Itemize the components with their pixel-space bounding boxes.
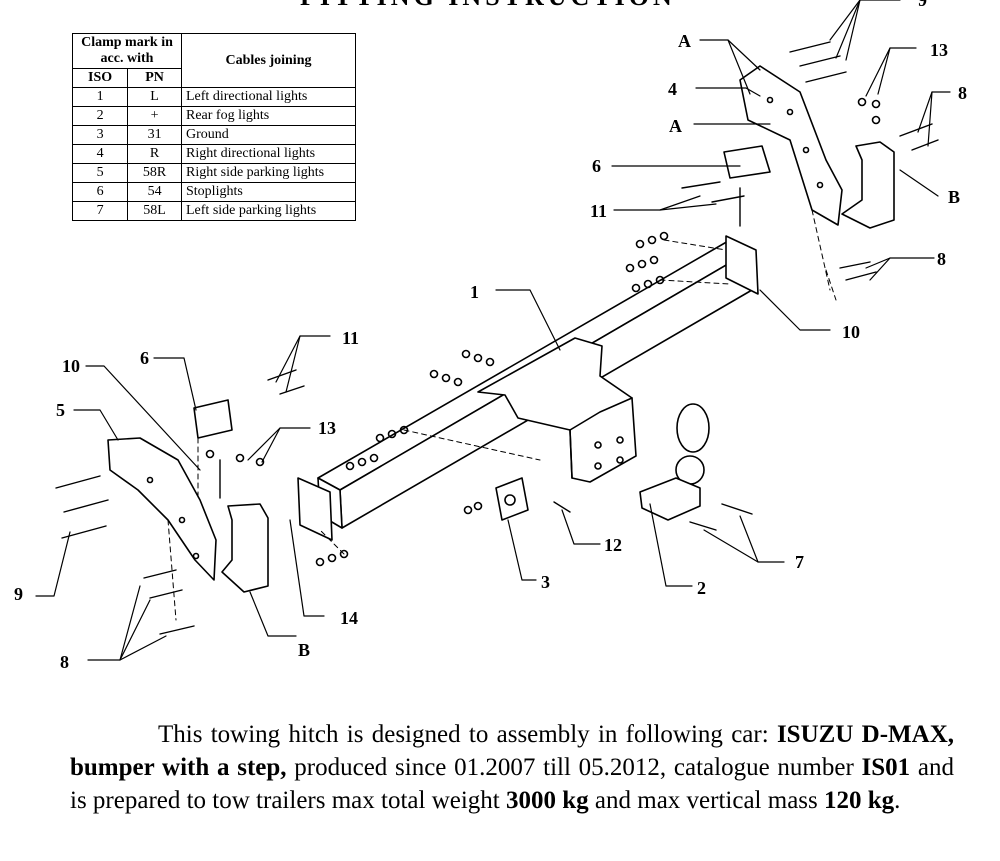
callout-12: 12 (604, 535, 622, 555)
pn-cell: 31 (127, 125, 182, 145)
mount-plate-left (193, 399, 233, 439)
callout-6-right: 6 (592, 156, 601, 176)
cable-cell: Left side parking lights (181, 201, 356, 221)
callout-b-right: B (948, 187, 960, 207)
max-total-weight: 3000 kg (506, 787, 589, 814)
catalogue-number: IS01 (861, 754, 911, 781)
callout-1: 1 (470, 282, 479, 302)
description-text-2: produced since 01.2007 till 05.2012, cat… (286, 754, 862, 781)
callout-8-left: 8 (60, 652, 69, 672)
description-text-1: This towing hitch is designed to assembl… (158, 721, 777, 748)
iso-cell: 7 (71, 201, 129, 221)
callout-10-right: 10 (842, 322, 860, 342)
callout-3: 3 (541, 572, 550, 592)
hitch-exploded-diagram: 1 2 3 4 5 6 6 7 8 8 8 9 9 10 10 11 11 12… (14, 0, 967, 672)
cables-header: Cables joining (181, 33, 356, 88)
left-side-bracket (107, 437, 217, 581)
callout-4: 4 (668, 79, 677, 99)
callout-7: 7 (795, 552, 804, 572)
callout-14: 14 (340, 608, 358, 628)
leader-lines (35, 0, 951, 661)
fitting-description: This towing hitch is designed to assembl… (70, 718, 954, 817)
description-text-5: . (894, 787, 901, 814)
callout-b-left: B (298, 640, 310, 660)
callout-a-mid: A (669, 116, 682, 136)
bolts (55, 41, 939, 635)
mount-plate-right (723, 145, 771, 179)
cable-cell: Ground (181, 125, 356, 145)
description-text-3: and is prepared to tow trailers max tota… (70, 754, 954, 814)
callout-11-left: 11 (342, 328, 359, 348)
callout-13-top: 13 (930, 40, 948, 60)
car-model: ISUZU D-MAX, bumper with a step, (70, 721, 954, 781)
center-drop-plate (477, 337, 637, 483)
clamp-mark-header: Clamp mark in acc. with (72, 33, 182, 69)
pn-header: PN (127, 68, 182, 88)
nuts-washers (205, 97, 881, 567)
callout-13-left: 13 (318, 418, 336, 438)
callout-6-left: 6 (140, 348, 149, 368)
callout-8-top: 8 (958, 83, 967, 103)
callout-5: 5 (56, 400, 65, 420)
callout-9-top: 9 (918, 0, 927, 10)
page-title: FITTING INSTRUCTION (300, 0, 676, 12)
callout-2: 2 (697, 578, 706, 598)
socket-plate (495, 477, 529, 521)
callout-11-right: 11 (590, 201, 607, 221)
description-text-4: and max vertical mass (588, 787, 824, 814)
right-l-bracket (841, 141, 895, 229)
max-vertical-mass: 120 kg (824, 787, 895, 814)
callout-a-top: A (678, 31, 691, 51)
callout-10-left: 10 (62, 356, 80, 376)
cable-cell: Right directional lights (181, 144, 356, 164)
assembly-guides (167, 209, 837, 621)
left-l-bracket (221, 503, 269, 593)
cable-cell: Left directional lights (181, 87, 356, 107)
cable-table: Clamp mark in acc. with Cables joining I… (71, 33, 356, 221)
callout-9-left: 9 (14, 584, 23, 604)
cable-cell: Stoplights (181, 182, 356, 202)
iso-header: ISO (71, 68, 129, 88)
callout-8-right: 8 (937, 249, 946, 269)
tow-ball (639, 403, 710, 521)
right-side-bracket (739, 65, 843, 226)
callout-labels: 1 2 3 4 5 6 6 7 8 8 8 9 9 10 10 11 11 12… (14, 0, 967, 672)
table-row: 2+Rear fog lights (71, 106, 356, 126)
pn-cell: 58L (127, 201, 182, 221)
